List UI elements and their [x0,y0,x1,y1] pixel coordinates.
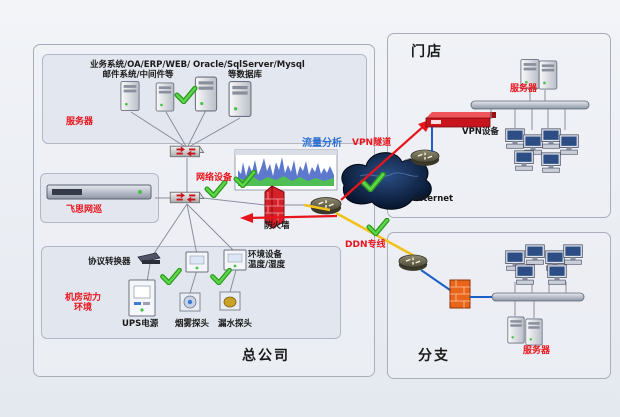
store-server-2 [538,60,558,90]
branch-server-2 [525,318,543,346]
ups-label: UPS电源 [122,319,159,329]
branch-lan-bar [491,292,585,302]
store-pc-4 [559,134,579,155]
business-server-2 [155,82,175,112]
smoke-detector [179,292,201,312]
env-sensor-device-2 [223,249,247,271]
store-pc-5 [514,150,534,171]
branch-server-1 [507,316,525,344]
branch-pc-5 [515,264,535,285]
store-vpn-device [425,112,496,128]
database-label: Oracle/SqlServer/Mysql 等数据库 [193,60,305,80]
water-leak-label: 漏水探头 [218,319,253,329]
branch-title: 分支 [418,348,450,364]
hq-server-group-label: 服务器 [66,117,94,127]
business-server-3 [194,76,218,112]
env-check-icon-2 [213,270,230,283]
env-device-label: 环境设备 温度/湿度 [248,250,286,270]
switch-check-icon [207,182,225,196]
env-check-icon-1 [163,270,180,283]
store-pc-3 [541,128,561,149]
room-power-env-label: 机房动力 环境 [64,293,101,314]
database-server [228,80,252,118]
ups-device [128,279,156,317]
water-leak-sensor [219,291,241,311]
traffic-graph [234,149,338,191]
store-servers-label: 服务器 [510,84,538,94]
protocol-converter-device [137,252,161,264]
server-check-icon [177,88,195,102]
hq-links [130,109,312,294]
store-pc-6 [541,152,561,173]
store-pc-1 [505,128,525,149]
appliance-label: 飞思网巡 [66,205,103,215]
business-systems-label: 业务系统/OA/ERP/WEB/ 邮件系统/中间件等 [90,60,191,80]
appliance-device [46,184,152,200]
branch-pc-6 [547,264,567,285]
traffic-analysis-label: 流量分析 [302,138,342,149]
firewall-label: 防火墙 [264,221,290,231]
internet-label: Internet [414,194,454,204]
vpn-tunnel-label: VPN隧道 [352,138,392,148]
vpn-tunnel-line [340,124,426,201]
protocol-converter-label: 协议转换器 [88,257,131,267]
store-lan-bar [470,100,590,110]
ddn-line-label: DDN专线 [345,240,386,250]
branch-pc-2 [525,244,545,265]
smoke-detector-label: 烟雾探头 [175,319,210,329]
store-title: 门店 [411,44,443,60]
env-sensor-device-1 [185,251,209,273]
branch-pc-4 [563,244,583,265]
core-switch-top [169,145,205,158]
business-server-1 [120,80,140,112]
branch-firewall [449,279,471,309]
vpn-device-label: VPN设备 [462,127,499,137]
store-router [410,149,440,167]
branch-router [398,254,428,272]
branch-servers-label: 服务器 [523,346,551,356]
network-device-label: 网络设备 [196,173,233,183]
hq-title: 总公司 [242,348,290,364]
core-switch-bottom [169,191,205,204]
internet-cloud [341,152,432,210]
ddn-check-icon [369,220,387,234]
